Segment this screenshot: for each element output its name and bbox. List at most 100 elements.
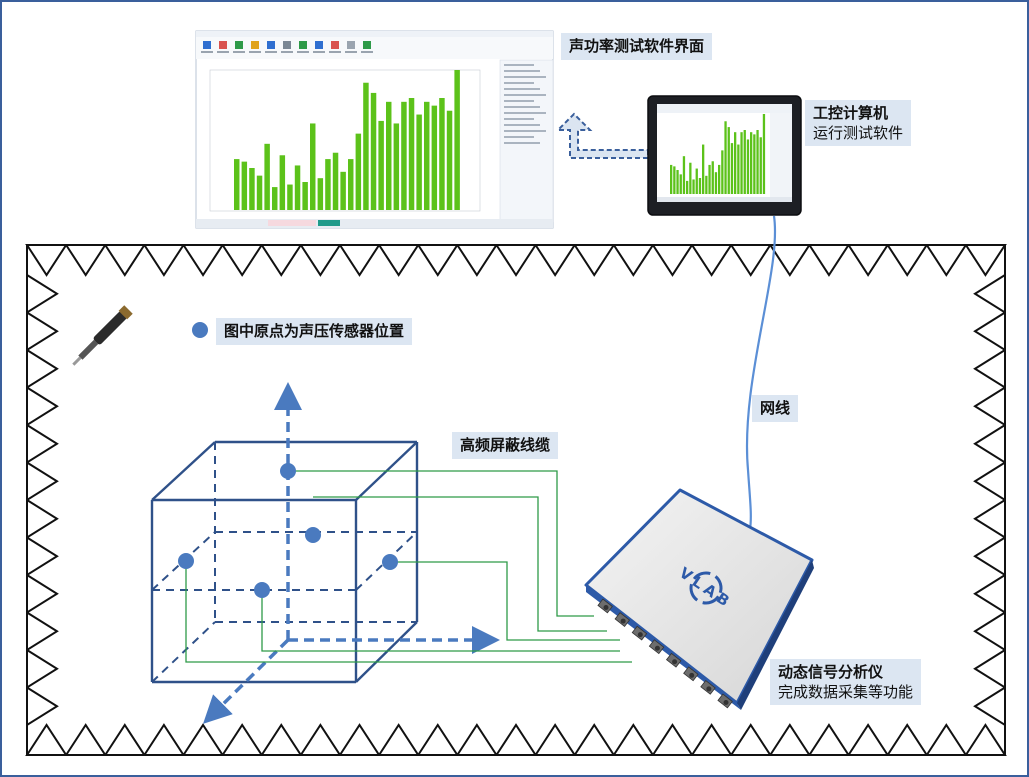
wedge bbox=[26, 423, 59, 465]
microphone-sensor-icon bbox=[72, 305, 133, 366]
chart-bar bbox=[734, 132, 737, 194]
software-ui-label: 声功率测试软件界面 bbox=[561, 33, 713, 60]
ribbon-icon bbox=[347, 41, 355, 49]
signal-analyzer: VLAB bbox=[584, 488, 814, 710]
chart-bar bbox=[730, 143, 734, 194]
window-titlebar bbox=[196, 31, 553, 37]
chart-bar bbox=[431, 105, 438, 210]
wedge bbox=[973, 460, 1006, 502]
side-panel-line bbox=[504, 124, 540, 126]
wedge bbox=[377, 244, 421, 277]
ribbon-caption bbox=[233, 51, 245, 53]
chart-bar bbox=[746, 139, 750, 194]
chart-bar bbox=[740, 132, 743, 194]
wedge bbox=[26, 498, 59, 540]
chart-bar bbox=[750, 132, 753, 194]
side-panel-line bbox=[504, 118, 534, 120]
wedge bbox=[973, 535, 1006, 577]
wedge bbox=[924, 244, 968, 277]
wedge bbox=[729, 244, 773, 277]
ribbon-caption bbox=[329, 51, 341, 53]
side-panel-line bbox=[504, 94, 546, 96]
wedge bbox=[846, 723, 890, 756]
chart-bar bbox=[287, 184, 293, 210]
wedge bbox=[377, 723, 421, 756]
chart-bar bbox=[446, 110, 453, 210]
chart-bar bbox=[753, 134, 756, 194]
wedge bbox=[142, 723, 186, 756]
wedge bbox=[807, 244, 851, 277]
wedge bbox=[885, 244, 929, 277]
software-ui-window bbox=[195, 30, 554, 229]
ribbon-caption bbox=[201, 51, 213, 53]
chart-bar bbox=[363, 82, 369, 210]
chart-bar bbox=[737, 144, 740, 194]
wedge bbox=[26, 535, 59, 577]
chart-bar bbox=[355, 133, 362, 210]
chart-bar bbox=[439, 98, 445, 210]
chart-bar bbox=[695, 168, 698, 194]
chart-bar bbox=[698, 178, 702, 194]
wedge bbox=[455, 244, 499, 277]
sensor-point-front bbox=[254, 582, 270, 598]
bnc-connector bbox=[717, 693, 733, 709]
chart-bar bbox=[256, 175, 263, 210]
side-panel bbox=[499, 59, 554, 223]
chart-bar bbox=[727, 127, 730, 194]
wedge bbox=[26, 310, 59, 352]
chart-bar bbox=[686, 180, 689, 194]
status-segment-pink bbox=[268, 220, 316, 226]
wedge bbox=[142, 244, 186, 277]
chart-bar bbox=[718, 164, 721, 194]
network-cable bbox=[745, 215, 777, 531]
wedge bbox=[26, 385, 59, 427]
wedge bbox=[690, 244, 734, 277]
ribbon-caption bbox=[313, 51, 325, 53]
wedge bbox=[103, 244, 147, 277]
bnc-connector bbox=[597, 598, 613, 614]
legend-dot bbox=[192, 322, 208, 338]
ribbon-icon bbox=[315, 41, 323, 49]
side-panel-line bbox=[504, 106, 540, 108]
chart-bar bbox=[762, 114, 766, 194]
ribbon-icon bbox=[203, 41, 211, 49]
ipc-label: 工控计算机 运行测试软件 bbox=[805, 100, 912, 146]
chart-bar bbox=[711, 161, 714, 194]
wedge bbox=[64, 244, 108, 277]
chart-bar bbox=[340, 171, 346, 210]
wedge bbox=[807, 723, 851, 756]
sensor-point-left bbox=[178, 553, 194, 569]
shielded-cable-label: 高频屏蔽线缆 bbox=[452, 432, 559, 459]
wedge bbox=[651, 244, 694, 277]
sensor-point-top bbox=[280, 463, 296, 479]
wedge bbox=[973, 648, 1006, 690]
wedge bbox=[338, 244, 381, 277]
chart-bar bbox=[241, 161, 248, 210]
bnc-connector bbox=[631, 625, 648, 641]
wedge bbox=[885, 723, 929, 756]
wedge bbox=[494, 723, 538, 756]
ribbon-icon bbox=[219, 41, 227, 49]
wedge bbox=[298, 244, 342, 277]
wedge bbox=[26, 685, 59, 727]
shielded-cables bbox=[185, 470, 632, 663]
wedge bbox=[220, 723, 264, 756]
wedge bbox=[26, 348, 59, 390]
chart-bar bbox=[325, 159, 331, 210]
ribbon-caption bbox=[345, 51, 357, 53]
wedge bbox=[690, 723, 734, 756]
wedge bbox=[533, 244, 577, 277]
wedge bbox=[973, 685, 1006, 727]
ribbon-icon bbox=[299, 41, 307, 49]
chart-bar bbox=[689, 162, 692, 194]
chart-bar bbox=[759, 137, 762, 194]
wedge bbox=[64, 723, 108, 756]
anechoic-chamber bbox=[25, 244, 1007, 756]
ribbon-icon bbox=[251, 41, 259, 49]
analyzer-label: 动态信号分析仪 完成数据采集等功能 bbox=[770, 659, 922, 705]
network-cable-label: 网线 bbox=[752, 395, 799, 422]
wedge bbox=[533, 723, 577, 756]
chart-bar bbox=[294, 165, 301, 210]
